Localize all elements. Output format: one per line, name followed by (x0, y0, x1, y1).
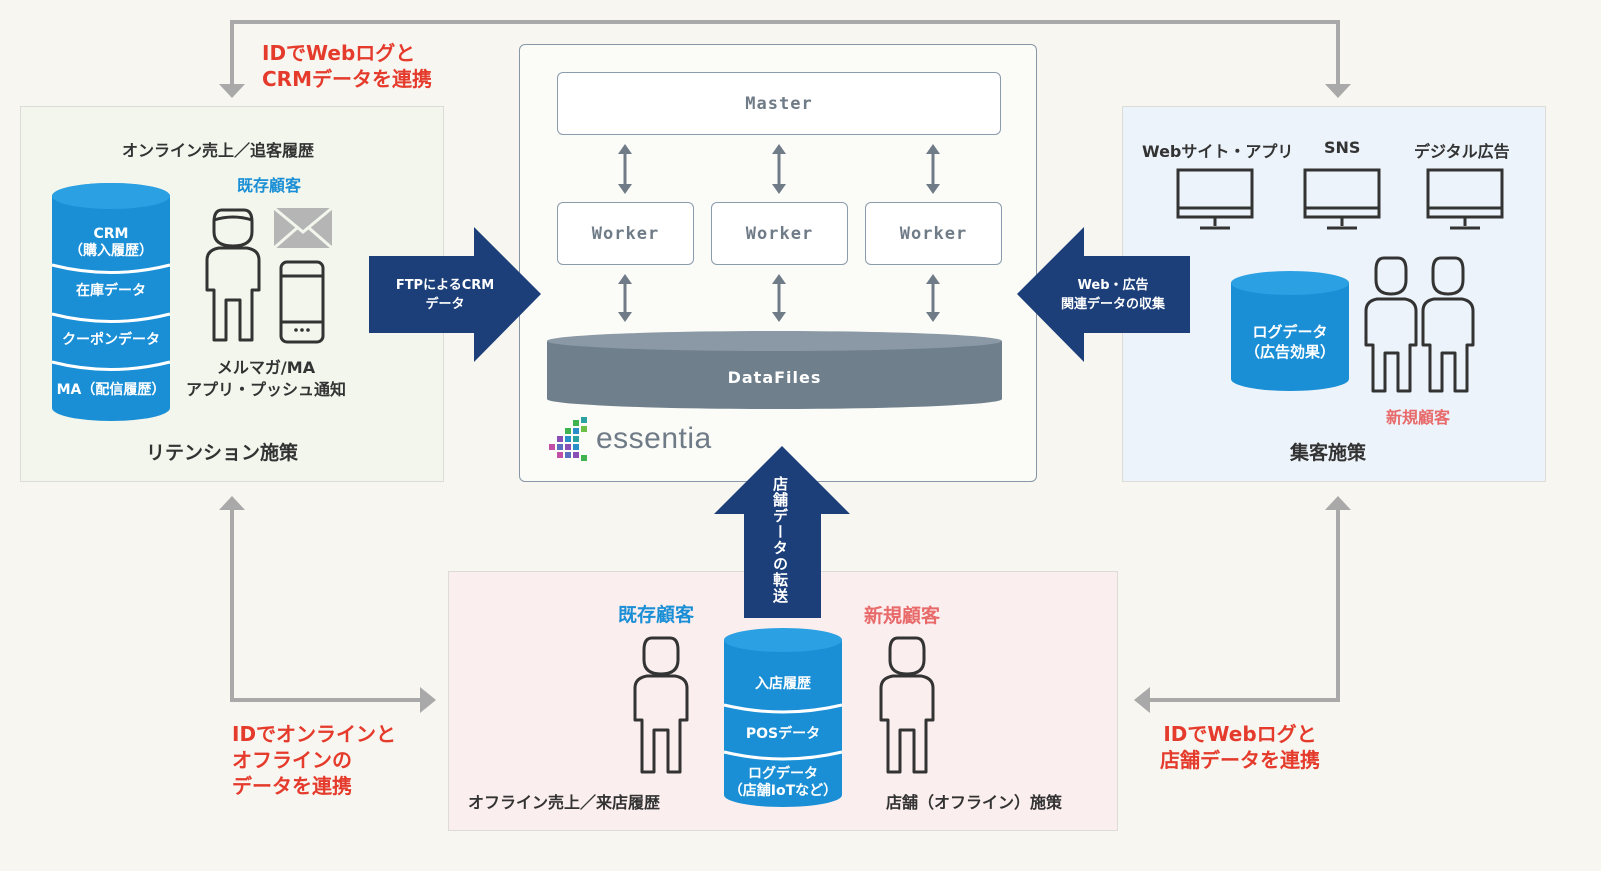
web-arrow-label: Web・広告 関連データの収集 (1060, 278, 1165, 312)
essentia-logo-text: essentia (596, 422, 712, 455)
store-arrow-label: 店舗データの転送 (771, 476, 789, 604)
retention-db-segment-stock: 在庫データ (76, 283, 146, 299)
retention-existing-label: 既存顧客 (237, 176, 302, 195)
acquisition-db-label: ログデータ （広告効果） (1244, 323, 1335, 361)
acquisition-channel-web: Webサイト・アプリ (1142, 142, 1294, 161)
offline-db-segment-log: ログデータ （店舗IoTなど） (728, 766, 838, 799)
connector-label-bottom-right: IDでWebログと 店舗データを連携 (1160, 722, 1320, 772)
connector-label-top-left: IDでWebログと CRMデータを連携 (262, 41, 432, 91)
offline-right-caption: 店舗（オフライン）施策 (886, 793, 1063, 812)
acquisition-new-label: 新規顧客 (1386, 408, 1451, 427)
retention-title: リテンション施策 (146, 442, 299, 464)
retention-db-segment-coupon: クーポンデータ (62, 332, 160, 348)
acquisition-channel-ads: デジタル広告 (1414, 142, 1510, 161)
retention-header: オンライン売上／追客履歴 (122, 141, 315, 160)
worker-node-3: Worker (865, 202, 1002, 265)
acquisition-title: 集客施策 (1290, 442, 1367, 464)
worker-node-2: Worker (711, 202, 848, 265)
offline-db-segment-visits: 入店履歴 (755, 676, 811, 692)
datafiles-label: DataFiles (727, 368, 822, 387)
offline-left-caption: オフライン売上／来店履歴 (468, 793, 661, 812)
offline-existing-label: 既存顧客 (618, 604, 695, 626)
retention-channel-label: メルマガ/MA アプリ・プッシュ通知 (185, 358, 346, 399)
connector-label-bottom-left: IDでオンラインと オフラインの データを連携 (232, 722, 397, 798)
retention-db-segment-ma: MA（配信履歴） (56, 382, 166, 398)
worker-node-1: Worker (557, 202, 694, 265)
offline-db-segment-pos: POSデータ (745, 726, 821, 742)
ftp-arrow-label: FTPによるCRM データ (395, 278, 495, 312)
master-node: Master (557, 72, 1001, 135)
acquisition-channel-sns: SNS (1324, 138, 1361, 157)
offline-new-label: 新規顧客 (864, 605, 941, 627)
retention-db-segment-crm: CRM （購入履歴） (69, 226, 153, 259)
